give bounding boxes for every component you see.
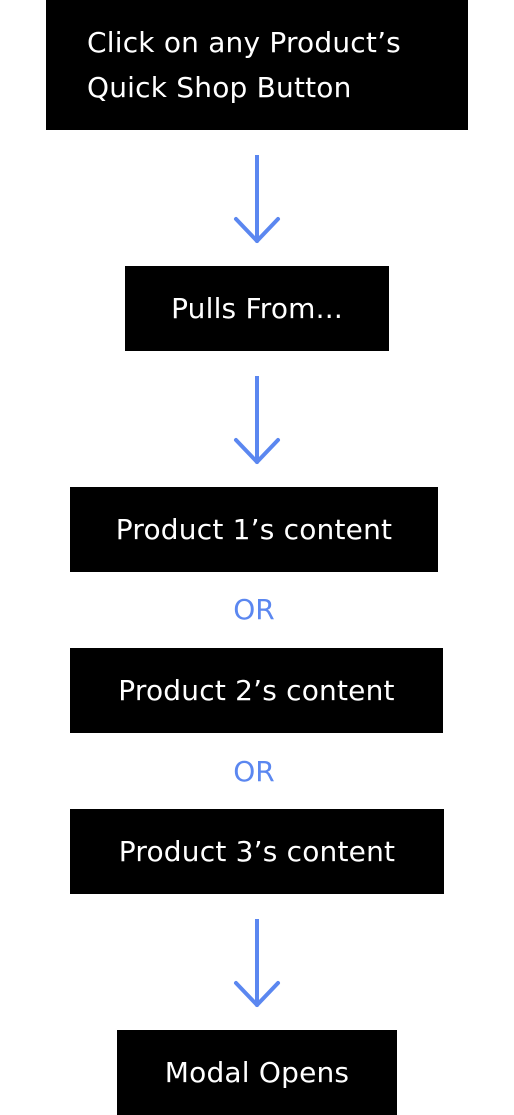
step-box-pulls-from: Pulls From...	[125, 266, 389, 351]
down-arrow-icon	[234, 376, 280, 464]
step-label-line-2: Quick Shop Button	[87, 71, 352, 104]
option-box-product-2: Product 2’s content	[70, 648, 443, 733]
or-separator: OR	[233, 593, 275, 626]
step-box-quick-shop: Click on any Product’s Quick Shop Button	[46, 0, 468, 130]
down-arrow-icon	[234, 155, 280, 243]
option-box-product-1: Product 1’s content	[70, 487, 438, 572]
step-label-line-1: Click on any Product’s	[87, 26, 401, 59]
option-label: Product 3’s content	[118, 835, 396, 868]
option-label: Product 2’s content	[118, 674, 395, 707]
down-arrow-icon	[234, 919, 280, 1007]
step-box-modal-opens: Modal Opens	[117, 1030, 397, 1115]
option-box-product-3: Product 3’s content	[70, 809, 444, 894]
option-label: Product 1’s content	[115, 513, 393, 546]
step-label: Modal Opens	[164, 1056, 350, 1089]
step-label: Pulls From...	[171, 292, 343, 325]
or-separator: OR	[233, 755, 275, 788]
